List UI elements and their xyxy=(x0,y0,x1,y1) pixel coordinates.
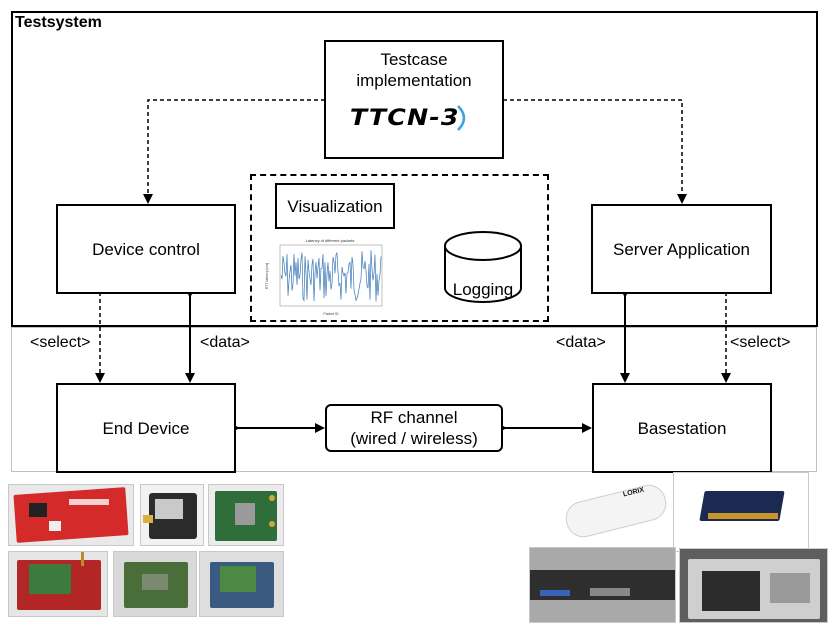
photo-blue-basestation-box xyxy=(673,472,809,552)
mini-chart-series-line xyxy=(280,250,382,302)
basestation-box: Basestation xyxy=(592,383,772,473)
photo-lora-node-board xyxy=(8,551,108,617)
photo-green-radio-board xyxy=(208,484,284,546)
ttcn3-swoosh-icon xyxy=(456,105,465,131)
visualization-container xyxy=(250,174,549,322)
logging-label: Logging xyxy=(452,280,514,299)
arrow-testcase-to-server-application xyxy=(503,99,687,204)
ttcn3-logo: TTCN-3 xyxy=(350,103,471,133)
hardware-frame xyxy=(11,327,817,472)
photo-sensor-shield-board xyxy=(140,484,204,546)
arrow-testcase-to-device-control xyxy=(143,99,325,204)
rf-channel-box: RF channel (wired / wireless) xyxy=(325,404,503,452)
device-control-box: Device control xyxy=(56,204,236,294)
testcase-label-line1: Testcase xyxy=(380,50,448,69)
mini-chart-title: Latency of different packets xyxy=(306,238,355,243)
photo-rack-switch xyxy=(529,547,676,623)
select-label-left: <select> xyxy=(30,334,91,352)
ttcn3-logo-text: TTCN-3 xyxy=(350,105,460,131)
mini-chart-plot-area xyxy=(279,244,383,307)
testsystem-frame xyxy=(11,11,818,327)
photo-stacked-board xyxy=(199,551,284,617)
end-device-box: End Device xyxy=(56,383,236,473)
photo-red-dev-board xyxy=(8,484,134,546)
testsystem-title: Testsystem xyxy=(15,14,102,31)
mini-chart-ylabel: RTT latency [ms] xyxy=(265,263,269,289)
mini-chart-xlabel: Packet ID xyxy=(323,312,339,316)
rf-channel-line2: (wired / wireless) xyxy=(350,429,478,448)
testcase-label-line2: implementation xyxy=(356,71,472,90)
photo-gateway-board xyxy=(113,551,197,617)
data-label-left: <data> xyxy=(200,334,250,352)
testcase-implementation-box: Testcase implementation TTCN-3 xyxy=(324,40,504,159)
logging-cylinder xyxy=(444,231,522,303)
photo-signal-analyzer xyxy=(679,548,828,623)
photo-lorix-gateway: LORIX xyxy=(556,474,673,544)
select-label-right: <select> xyxy=(730,334,791,352)
data-label-right: <data> xyxy=(556,334,606,352)
mini-latency-chart: Latency of different packets Packet ID R… xyxy=(265,238,383,316)
rf-channel-line1: RF channel xyxy=(370,408,458,427)
visualization-box: Visualization xyxy=(275,183,395,229)
server-application-box: Server Application xyxy=(591,204,772,294)
